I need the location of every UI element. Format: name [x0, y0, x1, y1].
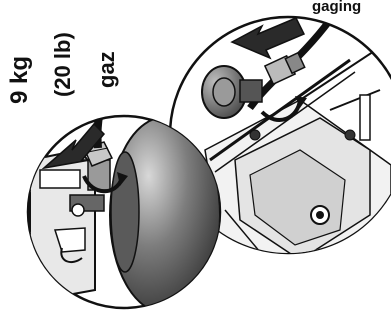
screw — [250, 130, 260, 140]
top-caption-fragment: gaging — [312, 0, 361, 15]
frame-post — [360, 95, 370, 140]
valve-knob — [72, 204, 84, 216]
bracket-slot — [40, 170, 80, 188]
wheel-bolt-center — [316, 211, 324, 219]
screw — [345, 130, 355, 140]
tank-size-metric-label: 9 kg — [6, 56, 34, 104]
regulator-face — [213, 78, 235, 106]
tank-collar — [111, 152, 139, 272]
gas-label: gaz — [94, 51, 120, 88]
tank-size-imperial-label: (20 lb) — [50, 32, 76, 97]
regulator-coupling — [240, 80, 262, 102]
